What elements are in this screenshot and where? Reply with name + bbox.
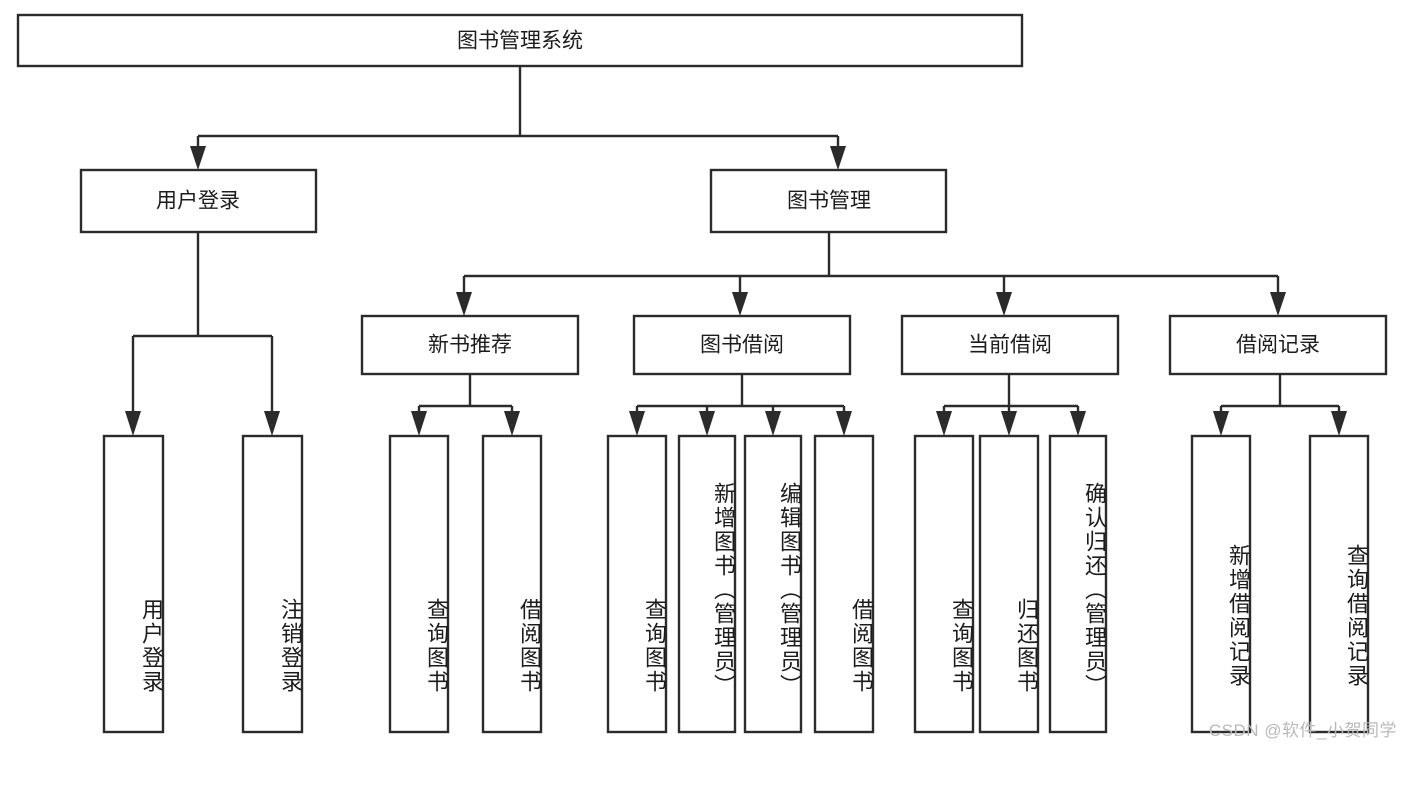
node-label-borrow-record: 借阅记录 xyxy=(1236,334,1320,357)
node-layer: 图书管理系统 用户登录 图书管理 新书推荐 图书借阅 当前借阅 借阅记录 xyxy=(16,13,1388,734)
node-box-book-manage[interactable] xyxy=(709,168,948,234)
arrowhead-leaf-borrow-book xyxy=(836,411,852,436)
node-label-current-borrow: 当前借阅 xyxy=(968,334,1052,357)
arrowhead-leaf-borrow-book-rec xyxy=(504,411,520,436)
arrowhead-borrow-record xyxy=(1270,292,1286,316)
arrowhead-leaf-return-book xyxy=(1001,411,1017,436)
node-label-book-borrow: 图书借阅 xyxy=(700,334,784,357)
node-box-leaf-query-book-current[interactable] xyxy=(913,434,975,734)
node-box-leaf-add-book-admin[interactable] xyxy=(677,434,737,734)
node-label-new-book-recommend: 新书推荐 xyxy=(428,334,512,357)
arrowhead-user-login xyxy=(190,146,206,170)
tree-diagram-svg: 图书管理系统 用户登录 图书管理 新书推荐 图书借阅 当前借阅 借阅记录 xyxy=(16,13,1388,734)
node-box-root[interactable] xyxy=(16,13,1024,68)
node-label-user-login: 用户登录 xyxy=(156,190,240,213)
arrowhead-leaf-user-login xyxy=(125,411,141,436)
node-box-borrow-record[interactable] xyxy=(1168,314,1388,376)
node-label-root: 图书管理系统 xyxy=(457,30,583,53)
node-box-new-book-recommend[interactable] xyxy=(360,314,580,376)
flowchart-canvas: 图书管理系统 用户登录 图书管理 新书推荐 图书借阅 当前借阅 借阅记录 xyxy=(16,13,1397,740)
arrowhead-book-manage xyxy=(830,146,846,170)
arrowhead-leaf-confirm-return-admin xyxy=(1070,411,1086,436)
arrowhead-new-book-recommend xyxy=(456,292,472,316)
node-box-leaf-user-logout[interactable] xyxy=(241,434,304,734)
node-box-leaf-add-borrow-record[interactable] xyxy=(1190,434,1252,734)
node-box-book-borrow[interactable] xyxy=(632,314,852,376)
node-box-leaf-query-book-rec[interactable] xyxy=(388,434,450,734)
node-box-leaf-confirm-return-admin[interactable] xyxy=(1048,434,1108,734)
node-box-leaf-return-book[interactable] xyxy=(978,434,1040,734)
node-box-leaf-edit-book-admin[interactable] xyxy=(743,434,803,734)
arrowhead-leaf-add-book-admin xyxy=(699,411,715,436)
arrowhead-leaf-query-book-current xyxy=(936,411,952,436)
arrowhead-leaf-user-logout xyxy=(264,411,280,436)
node-box-leaf-query-borrow-record[interactable] xyxy=(1308,434,1370,734)
arrowhead-leaf-add-borrow-record xyxy=(1213,411,1229,436)
node-box-current-borrow[interactable] xyxy=(900,314,1120,376)
node-label-book-manage: 图书管理 xyxy=(787,190,871,213)
connector-layer xyxy=(125,66,1347,436)
arrowhead-leaf-query-book-borrow xyxy=(629,411,645,436)
node-box-leaf-query-book-borrow[interactable] xyxy=(606,434,668,734)
arrowhead-book-borrow xyxy=(732,292,748,316)
node-box-leaf-borrow-book[interactable] xyxy=(813,434,875,734)
arrowhead-leaf-query-book-rec xyxy=(411,411,427,436)
arrowhead-leaf-query-borrow-record xyxy=(1331,411,1347,436)
node-box-leaf-user-login[interactable] xyxy=(102,434,165,734)
arrowhead-current-borrow xyxy=(996,292,1012,316)
watermark-text: CSDN @软件_小贺同学 xyxy=(1208,721,1397,740)
node-box-user-login[interactable] xyxy=(79,168,318,234)
node-box-leaf-borrow-book-rec[interactable] xyxy=(481,434,543,734)
arrowhead-leaf-edit-book-admin xyxy=(765,411,781,436)
